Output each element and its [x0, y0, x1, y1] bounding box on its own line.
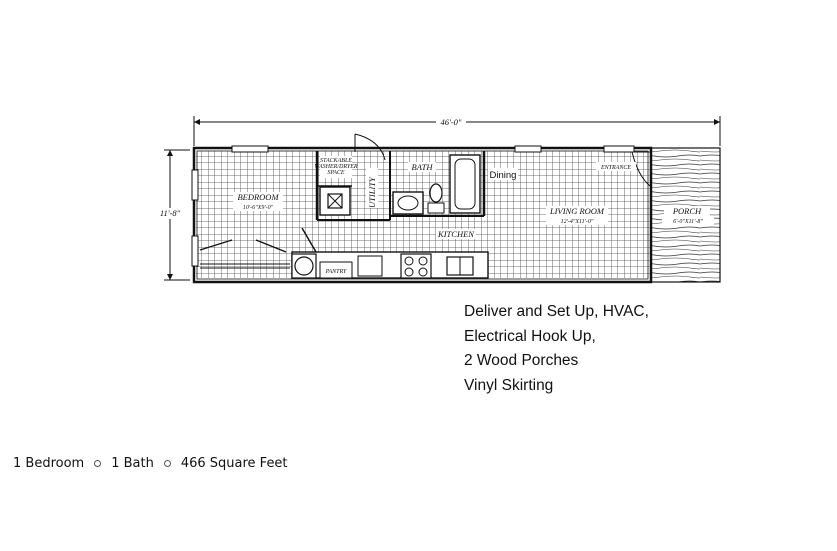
home-summary: 1 Bedroom 1 Bath 466 Square Feet	[13, 456, 288, 471]
bath-label: BATH	[412, 162, 434, 172]
bedroom-size: 10'-6"X9'-0"	[243, 205, 274, 211]
washer-dryer-label-1: STACKABLE	[320, 158, 352, 164]
porch-label: PORCH	[672, 206, 702, 216]
depth-dimension: 11'-8"	[156, 149, 190, 281]
fridge-icon	[291, 253, 317, 279]
bath-fixtures	[392, 154, 481, 215]
dining-label: Dining	[490, 170, 517, 181]
room-labels: BEDROOM 10'-6"X9'-0" STACKABLE WASHER/DR…	[233, 156, 714, 239]
width-label: 46'-0"	[441, 117, 462, 127]
living-room-label: LIVING ROOM	[549, 206, 605, 216]
utility-label: UTILITY	[367, 176, 377, 208]
windows	[191, 145, 635, 267]
pantry-box: PANTRY	[319, 261, 353, 279]
pantry-label: PANTRY	[325, 269, 347, 275]
width-dimension: 46'-0"	[193, 116, 721, 146]
bath-count: 1 Bath	[111, 456, 154, 471]
kitchen-label: KITCHEN	[437, 229, 475, 239]
bedroom-count: 1 Bedroom	[13, 456, 85, 471]
included-features: Deliver and Set Up, HVAC, Electrical Hoo…	[464, 300, 824, 398]
washer-dryer-label-3: SPACE	[327, 170, 345, 176]
porch-size: 6'-0"X11'-8"	[673, 219, 703, 225]
bullet-separator	[163, 460, 171, 467]
feature-line: Deliver and Set Up, HVAC,	[464, 303, 649, 320]
square-footage: 466 Square Feet	[180, 456, 288, 471]
stove-icon	[400, 253, 432, 279]
living-room-size: 12'-4"X11'-0"	[561, 218, 594, 225]
bedroom-label: BEDROOM	[237, 192, 279, 202]
bedroom-shelf	[200, 263, 290, 269]
exterior-walls	[192, 146, 653, 284]
feature-line: 2 Wood Porches	[464, 352, 579, 369]
feature-line: Vinyl Skirting	[464, 376, 554, 394]
washer-dryer-label-2: WASHER/DRYER	[314, 164, 357, 170]
bullet-separator	[94, 460, 102, 467]
interior-walls	[199, 133, 651, 253]
feature-line: Electrical Hook Up,	[464, 327, 596, 345]
entrance-label: ENTRANCE	[600, 165, 631, 171]
depth-label: 11'-8"	[160, 208, 181, 218]
washer-dryer-space	[319, 186, 351, 216]
